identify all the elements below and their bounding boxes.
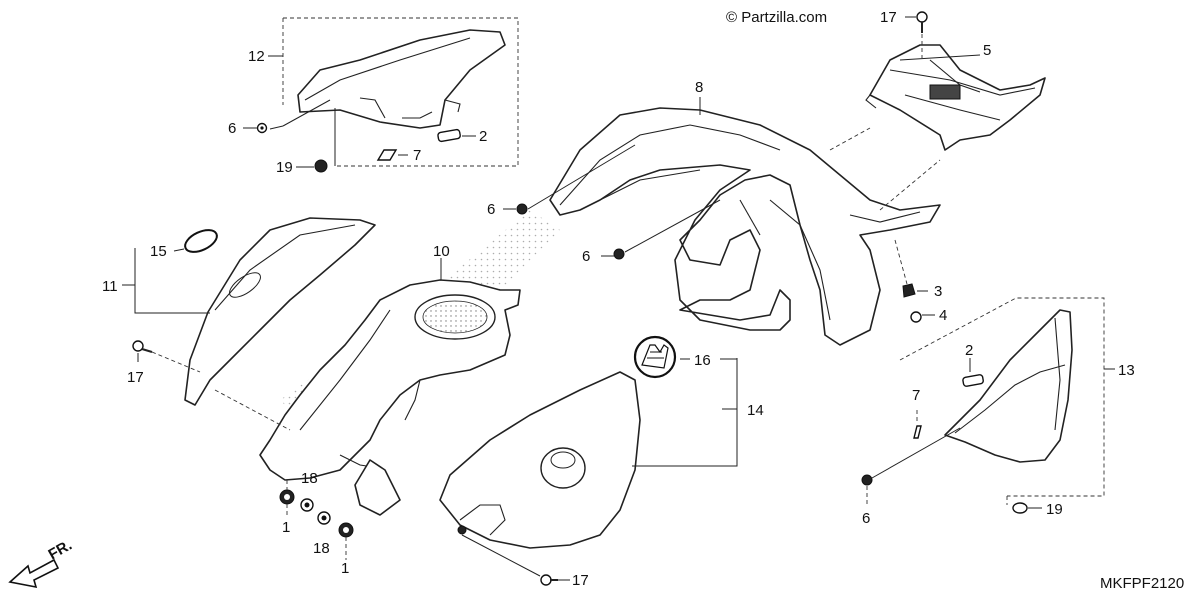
part-1-collar-right[interactable]	[338, 522, 354, 538]
callout-6-mid-upper: 6	[487, 201, 495, 218]
callout-17-top: 17	[880, 9, 897, 26]
callout-12: 12	[248, 48, 265, 65]
part-13-side-cover[interactable]	[944, 309, 1073, 463]
direction-label: FR.	[46, 537, 75, 564]
figure-code: MKFPF2120	[1100, 575, 1184, 592]
part-18-washer-right[interactable]	[317, 511, 331, 525]
part-6-screw-mid-upper[interactable]	[516, 203, 528, 215]
callout-10: 10	[433, 243, 450, 260]
part-1-collar-left[interactable]	[279, 489, 295, 505]
front-direction-arrow: FR.	[8, 537, 75, 589]
callout-13: 13	[1118, 362, 1135, 379]
callout-7-top: 7	[413, 147, 421, 164]
part-16-wing-emblem[interactable]	[633, 335, 677, 379]
callout-3: 3	[934, 283, 942, 300]
callout-8: 8	[695, 79, 703, 96]
group-13-frame	[899, 297, 1105, 497]
part-17-bolt-left[interactable]	[132, 340, 153, 353]
callout-14: 14	[747, 402, 764, 419]
part-17-bolt-bottom[interactable]	[540, 574, 558, 586]
part-19-grommet-right[interactable]	[1012, 502, 1028, 514]
callout-18-lower: 18	[313, 540, 330, 557]
part-10-tank-cover[interactable]	[259, 279, 521, 516]
part-11-left-panel[interactable]	[184, 217, 376, 406]
callout-5: 5	[983, 42, 991, 59]
part-8-upper-cover[interactable]	[549, 107, 941, 346]
part-4-collar[interactable]	[910, 311, 922, 323]
part-6-screw-mid-lower[interactable]	[613, 248, 625, 260]
part-7-tag-right[interactable]	[913, 425, 922, 439]
part-19-grommet-top[interactable]	[314, 159, 328, 173]
callout-6-top: 6	[228, 120, 236, 137]
callout-4: 4	[939, 307, 947, 324]
part-12-inner-cover[interactable]	[297, 29, 506, 129]
callout-19-top: 19	[276, 159, 293, 176]
callout-17-left: 17	[127, 369, 144, 386]
part-14-right-panel[interactable]	[439, 371, 641, 549]
group-12-frame	[283, 17, 519, 167]
part-7-tag-top[interactable]	[376, 149, 398, 161]
part-5-bracket[interactable]	[865, 44, 1046, 151]
callout-6-right: 6	[862, 510, 870, 527]
callout-11: 11	[102, 278, 118, 295]
callout-17-bottom: 17	[572, 572, 589, 589]
callout-1-right: 1	[341, 560, 349, 577]
callout-18-upper: 18	[301, 470, 318, 487]
part-2-pin-top[interactable]	[437, 128, 461, 143]
callout-2-top: 2	[479, 128, 487, 145]
part-18-washer-left[interactable]	[300, 498, 314, 512]
callout-16: 16	[694, 352, 711, 369]
callout-2-right: 2	[965, 342, 973, 359]
callout-7-right: 7	[912, 387, 920, 404]
part-6-screw-right[interactable]	[861, 474, 873, 486]
part-17-bolt-top[interactable]	[916, 11, 928, 23]
watermark: © Partzilla.com	[726, 9, 827, 26]
callout-15: 15	[150, 243, 167, 260]
callout-6-mid-lower: 6	[582, 248, 590, 265]
callout-19-right: 19	[1046, 501, 1063, 518]
part-3-grommet[interactable]	[902, 283, 916, 298]
part-2-pin-right[interactable]	[962, 374, 984, 387]
part-15-emblem[interactable]	[182, 226, 220, 257]
callout-1-left: 1	[282, 519, 290, 536]
